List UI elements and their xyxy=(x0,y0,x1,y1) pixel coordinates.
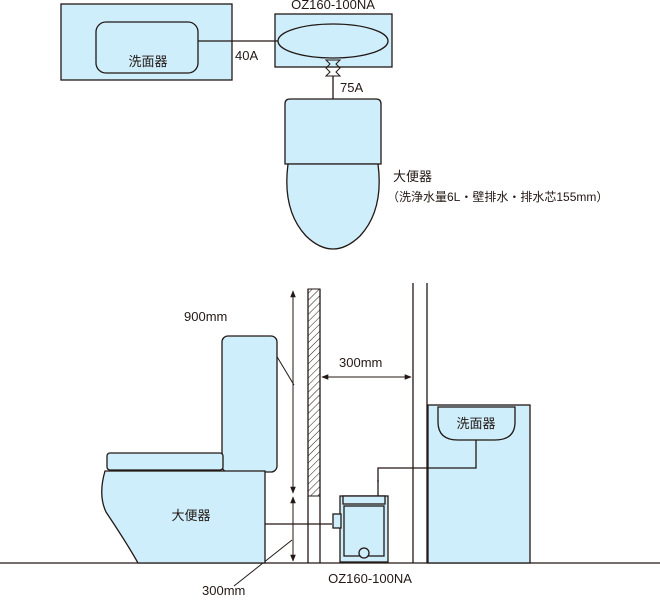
plan-pipe-40a-label: 40A xyxy=(235,48,258,63)
plan-toilet-spec: （洗浄水量6L・壁排水・排水芯155mm） xyxy=(387,189,608,204)
elevation-view: 900mm 300mm 300mm 大便器 OZ160-100NA 洗面器 xyxy=(0,283,660,598)
dim-300-bottom-label: 300mm xyxy=(202,583,245,598)
plan-toilet-label: 大便器 xyxy=(393,169,432,184)
plan-toilet-tank xyxy=(284,98,382,165)
elevation-pump-model-label: OZ160-100NA xyxy=(328,571,412,586)
elevation-pump-port xyxy=(358,547,370,559)
elevation-toilet-seat xyxy=(106,452,224,471)
elevation-toilet-bowl xyxy=(101,470,266,564)
elevation-pump-inlet xyxy=(332,513,342,529)
plan-pump-tank xyxy=(277,23,389,59)
elevation-toilet-tank xyxy=(221,335,278,473)
dim-900-label: 900mm xyxy=(184,309,227,324)
partition-wall-hatched xyxy=(307,288,321,497)
plan-washbasin-bowl xyxy=(95,21,199,74)
plan-toilet-bowl xyxy=(286,163,380,250)
elevation-washbasin-bowl xyxy=(437,406,516,441)
elevation-washbasin-label: 洗面器 xyxy=(456,416,495,431)
elevation-pump-lid xyxy=(342,495,386,505)
plan-bellows-connector xyxy=(324,59,342,77)
elevation-toilet-label: 大便器 xyxy=(171,508,210,523)
plan-view: 洗面器 OZ160-100NA 40A 75A 大便器 （洗浄水量6L・壁排水・… xyxy=(60,0,608,250)
plan-pump-model-label: OZ160-100NA xyxy=(291,0,375,12)
plan-washbasin-label: 洗面器 xyxy=(128,54,167,69)
dim-300-gap-label: 300mm xyxy=(339,355,382,370)
washbasin-drain-pipe xyxy=(377,440,477,482)
plan-pipe-75a-label: 75A xyxy=(340,80,363,95)
